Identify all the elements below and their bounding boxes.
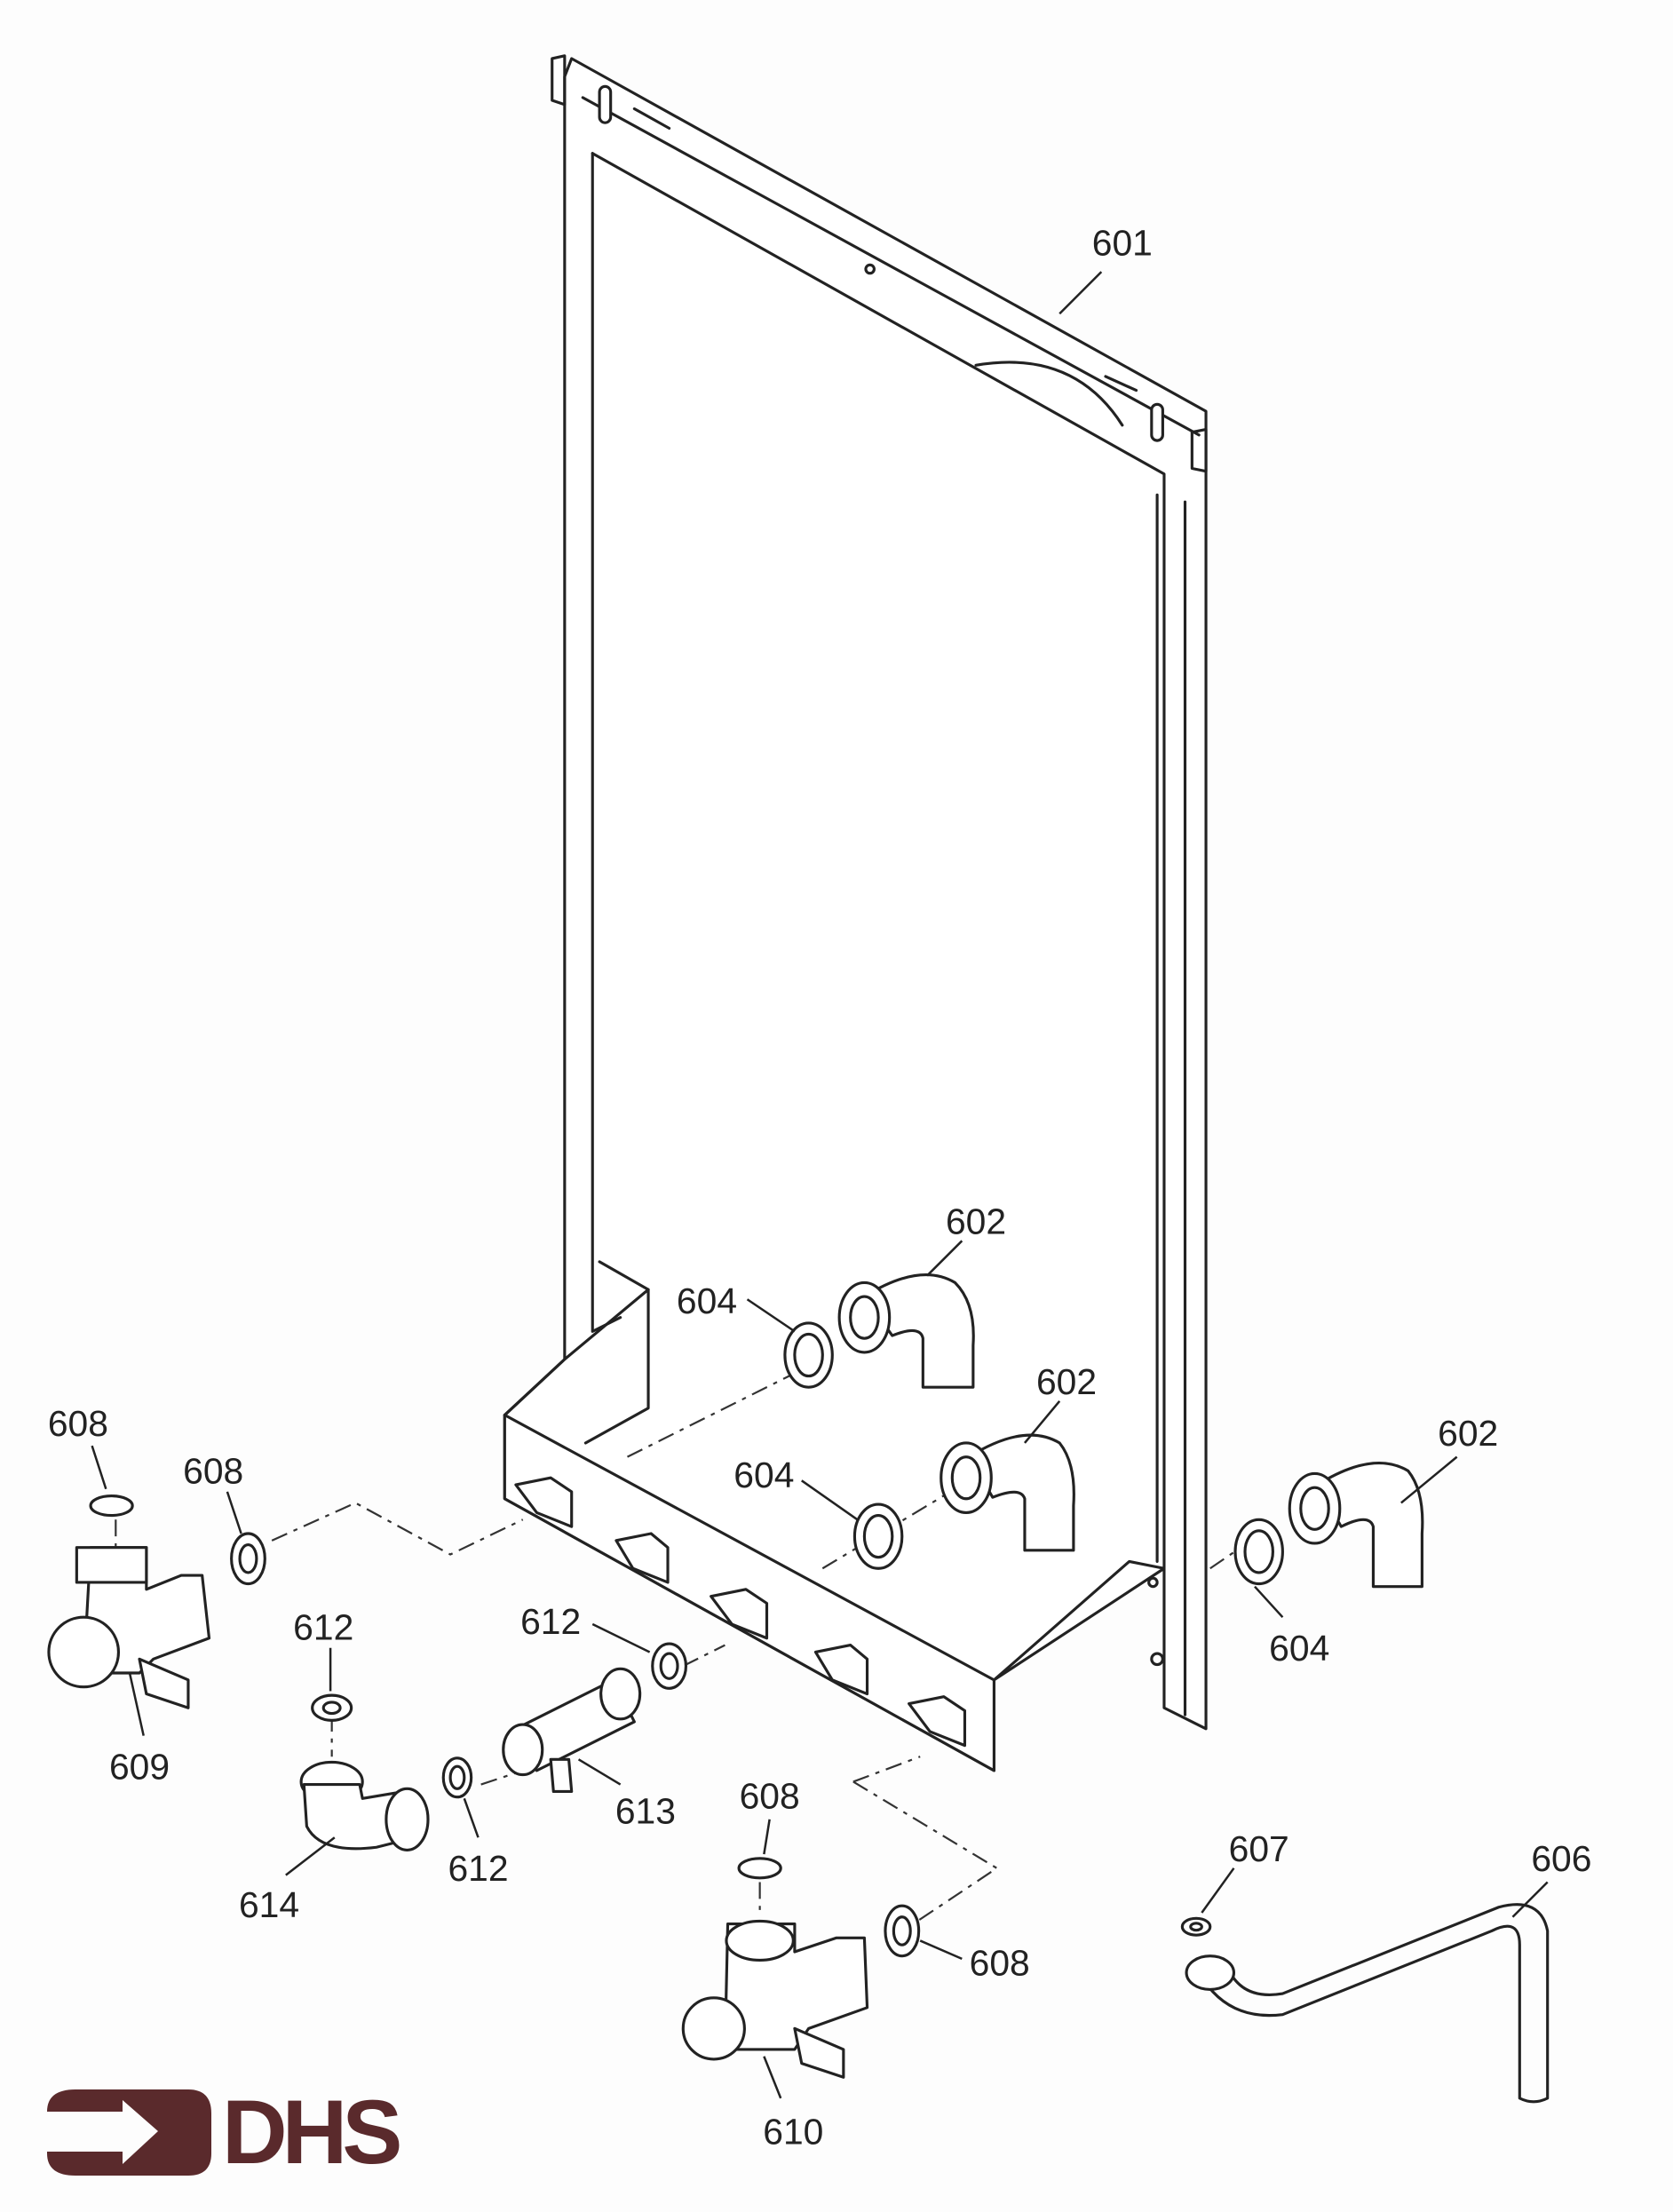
label-607: 607 xyxy=(1229,1828,1289,1869)
label-601: 601 xyxy=(1092,222,1153,263)
elbow-614 xyxy=(299,1760,430,1851)
washer-607 xyxy=(1180,1916,1212,1937)
label-609: 609 xyxy=(109,1746,170,1787)
label-612-a: 612 xyxy=(293,1606,353,1647)
washer-612-a xyxy=(311,1693,353,1722)
logo-text: DHS xyxy=(222,2081,400,2183)
tray-cutouts xyxy=(514,1476,967,1748)
valve-610 xyxy=(681,1857,921,2079)
nut-604-c xyxy=(1233,1518,1284,1586)
dhs-logo: DHS xyxy=(47,2081,405,2183)
label-604-a: 604 xyxy=(677,1280,737,1321)
pipe-606 xyxy=(1185,1903,1550,2104)
fitting-613 xyxy=(502,1667,642,1794)
label-612-b: 612 xyxy=(520,1601,581,1642)
label-602-a: 602 xyxy=(946,1201,1006,1241)
washer-612-c xyxy=(441,1756,473,1799)
leader-lines xyxy=(91,271,1549,2099)
elbow-602-b xyxy=(940,1433,1075,1552)
label-614: 614 xyxy=(239,1884,299,1925)
label-612-c: 612 xyxy=(448,1848,508,1889)
label-604-b: 604 xyxy=(733,1455,794,1495)
elbow-602-c xyxy=(1288,1461,1424,1589)
label-608-b: 608 xyxy=(183,1450,243,1491)
nut-604-b xyxy=(852,1502,904,1570)
label-608-d: 608 xyxy=(970,1943,1030,1984)
valve-609 xyxy=(47,1494,266,1709)
elbow-602-a xyxy=(837,1273,975,1389)
nut-604-a xyxy=(783,1321,834,1389)
label-602-c: 602 xyxy=(1438,1413,1498,1454)
logo-arrow-icon xyxy=(47,2089,211,2176)
label-602-b: 602 xyxy=(1036,1361,1097,1402)
label-604-c: 604 xyxy=(1269,1628,1329,1669)
label-608-a: 608 xyxy=(48,1403,108,1444)
washer-612-b xyxy=(651,1642,688,1690)
label-610: 610 xyxy=(763,2112,823,2153)
mounting-frame-601 xyxy=(503,54,1208,1772)
label-613: 613 xyxy=(615,1791,676,1832)
label-608-c: 608 xyxy=(740,1775,800,1816)
label-606: 606 xyxy=(1531,1838,1591,1879)
